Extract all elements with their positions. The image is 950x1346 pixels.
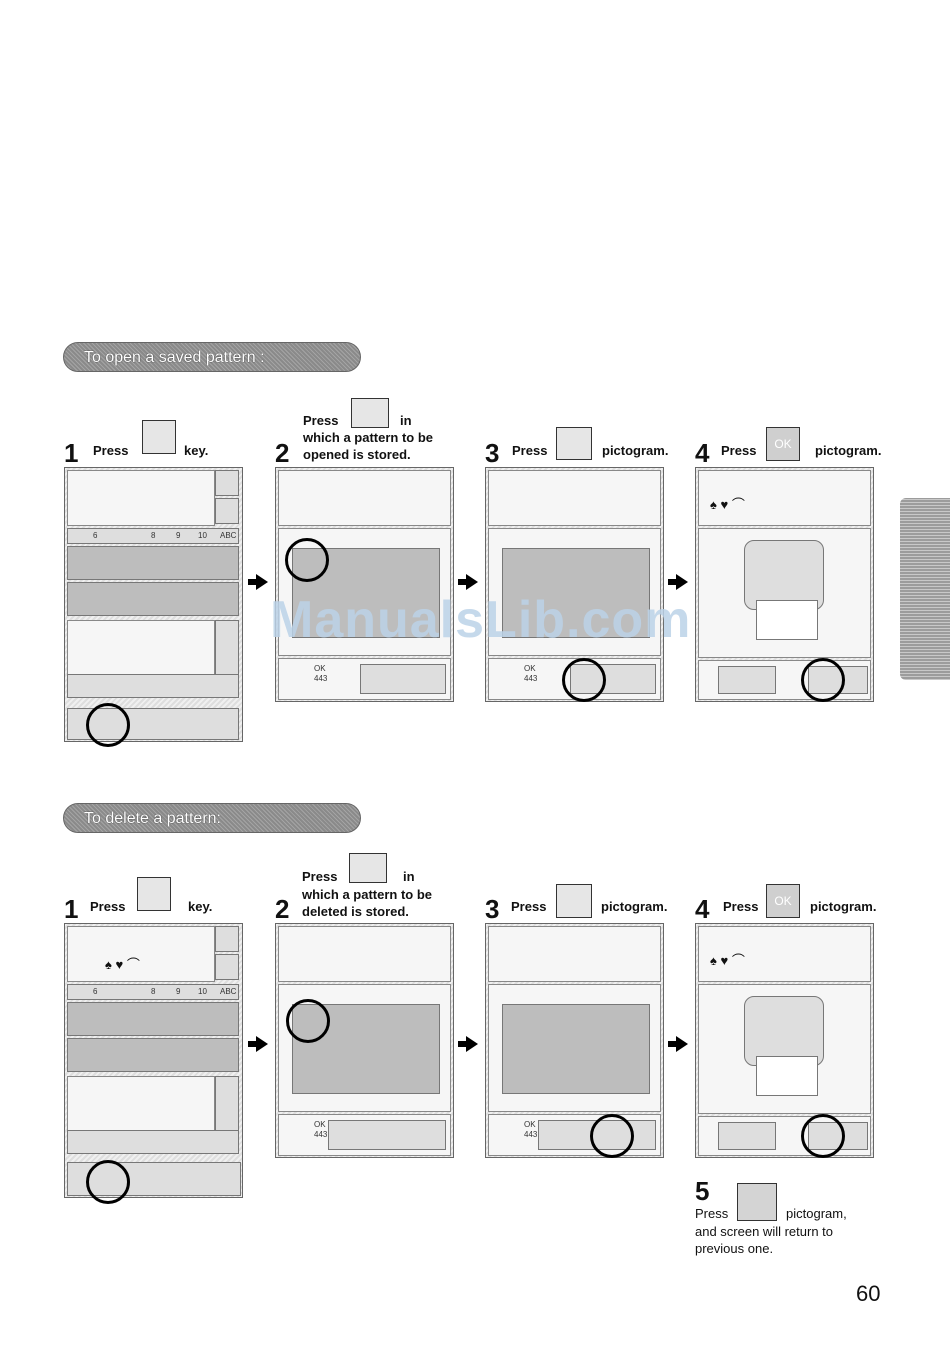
section-heading-delete: To delete a pattern:	[63, 803, 361, 833]
stitch-symbols: ♠ ♥ ⌒	[710, 953, 745, 968]
step-text: Press	[695, 1206, 729, 1221]
step-number: 4	[695, 438, 710, 468]
step-number: 3	[485, 894, 500, 924]
stitch-symbols: ♠ ♥ ⌒	[710, 497, 745, 512]
screen-step3-delete: OK 443	[485, 923, 664, 1158]
step-number: 1	[64, 438, 79, 468]
memory-key-icon	[142, 420, 176, 454]
ok-label: OK	[524, 1120, 536, 1129]
step-text: pictogram.	[601, 899, 668, 914]
step-text: in	[400, 413, 412, 428]
tab-number: 8	[151, 987, 156, 996]
screen-step2-delete: OK 443	[275, 923, 454, 1158]
step-text: pictogram.	[602, 443, 669, 458]
step-number: 2	[275, 438, 290, 468]
screen-step4-delete: ♠ ♥ ⌒	[695, 923, 874, 1158]
step-text: Press	[723, 899, 759, 914]
ok-count: 443	[314, 1130, 328, 1139]
step-number: 5	[695, 1176, 710, 1206]
step-text: Press	[512, 443, 548, 458]
step-text: pictogram.	[810, 899, 877, 914]
step-text: Press	[90, 899, 126, 914]
next-arrow-icon	[248, 1036, 268, 1052]
chapter-side-tab	[900, 498, 950, 680]
step-text: Press	[302, 869, 338, 884]
step-text: Press	[303, 413, 339, 428]
ok-label: OK	[524, 664, 536, 673]
step-number: 2	[275, 894, 290, 924]
step-text: key.	[188, 899, 213, 914]
tab-number: 6	[93, 531, 98, 540]
step-number: 1	[64, 894, 79, 924]
abc-label: ABC	[220, 987, 237, 996]
screen-step1-open: 6 8 9 10 ABC	[64, 467, 243, 742]
ok-count: 443	[524, 674, 538, 683]
step-number: 3	[485, 438, 500, 468]
next-arrow-icon	[248, 574, 268, 590]
step-text: key.	[184, 443, 209, 458]
next-arrow-icon	[458, 1036, 478, 1052]
tab-number: 10	[198, 531, 207, 540]
abc-label: ABC	[220, 531, 237, 540]
highlight-circle	[590, 1114, 634, 1158]
memory-pocket-icon	[351, 398, 389, 428]
highlight-circle	[562, 658, 606, 702]
step-number: 4	[695, 894, 710, 924]
tab-number: 8	[151, 531, 156, 540]
step-text: pictogram.	[815, 443, 882, 458]
screen-step1-delete: ♠ ♥ ⌒ 6 8 9 10 ABC	[64, 923, 243, 1198]
memory-pocket-icon	[349, 853, 387, 883]
step-text: Press	[511, 899, 547, 914]
highlight-circle	[801, 658, 845, 702]
step-text: which a pattern to be	[302, 887, 433, 902]
tab-number: 9	[176, 531, 181, 540]
step-text: pictogram,	[786, 1206, 847, 1221]
highlight-circle	[86, 1160, 130, 1204]
highlight-circle	[286, 999, 330, 1043]
next-arrow-icon	[668, 1036, 688, 1052]
next-arrow-icon	[458, 574, 478, 590]
section-heading-open: To open a saved pattern :	[63, 342, 361, 372]
ok-count: 443	[314, 674, 328, 683]
page-number: 60	[856, 1281, 881, 1306]
ok-key-icon: OK	[766, 884, 800, 918]
return-key-icon	[737, 1183, 777, 1221]
step-text: and screen will return to	[695, 1224, 834, 1239]
watermark: ManualsLib.com	[270, 591, 692, 649]
memory-key-icon	[137, 877, 171, 911]
next-arrow-icon	[668, 574, 688, 590]
step-text: deleted is stored.	[302, 904, 409, 919]
ok-count: 443	[524, 1130, 538, 1139]
stitch-symbols: ♠ ♥ ⌒	[105, 957, 140, 972]
highlight-circle	[285, 538, 329, 582]
step-text: Press	[93, 443, 129, 458]
step-text: which a pattern to be	[303, 430, 434, 445]
screen-step4-open: ♠ ♥ ⌒	[695, 467, 874, 702]
ok-label: OK	[314, 664, 326, 673]
highlight-circle	[86, 703, 130, 747]
step-text: in	[403, 869, 415, 884]
tab-number: 10	[198, 987, 207, 996]
highlight-circle	[801, 1114, 845, 1158]
step-text: opened is stored.	[303, 447, 411, 462]
trash-icon	[556, 884, 592, 918]
step-text: previous one.	[695, 1241, 774, 1256]
tab-number: 6	[93, 987, 98, 996]
ok-key-icon: OK	[766, 427, 800, 461]
screen-step2-open: OK 443	[275, 467, 454, 702]
open-pattern-icon	[556, 427, 592, 460]
step-text: Press	[721, 443, 757, 458]
ok-label: OK	[314, 1120, 326, 1129]
tab-number: 9	[176, 987, 181, 996]
